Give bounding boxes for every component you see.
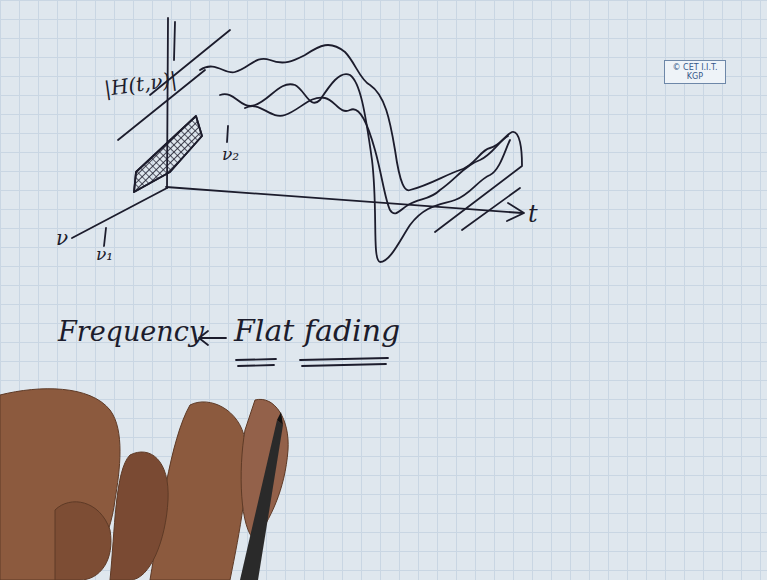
handwritten-label: Frequency — [58, 318, 204, 345]
handwritten-label: ν₂ — [222, 146, 239, 163]
handwritten-label: ν₁ — [96, 246, 113, 263]
pen — [240, 420, 283, 580]
watermark-text: © CET I.I.T. KGP — [669, 63, 721, 81]
handwritten-label: ν — [56, 228, 68, 248]
handwritten-label: t — [528, 202, 538, 226]
lecturer-hand — [0, 389, 288, 580]
frequency-axis — [72, 188, 167, 238]
watermark-box: © CET I.I.T. KGP — [664, 60, 726, 84]
handwritten-label: Flat fading — [234, 316, 400, 346]
